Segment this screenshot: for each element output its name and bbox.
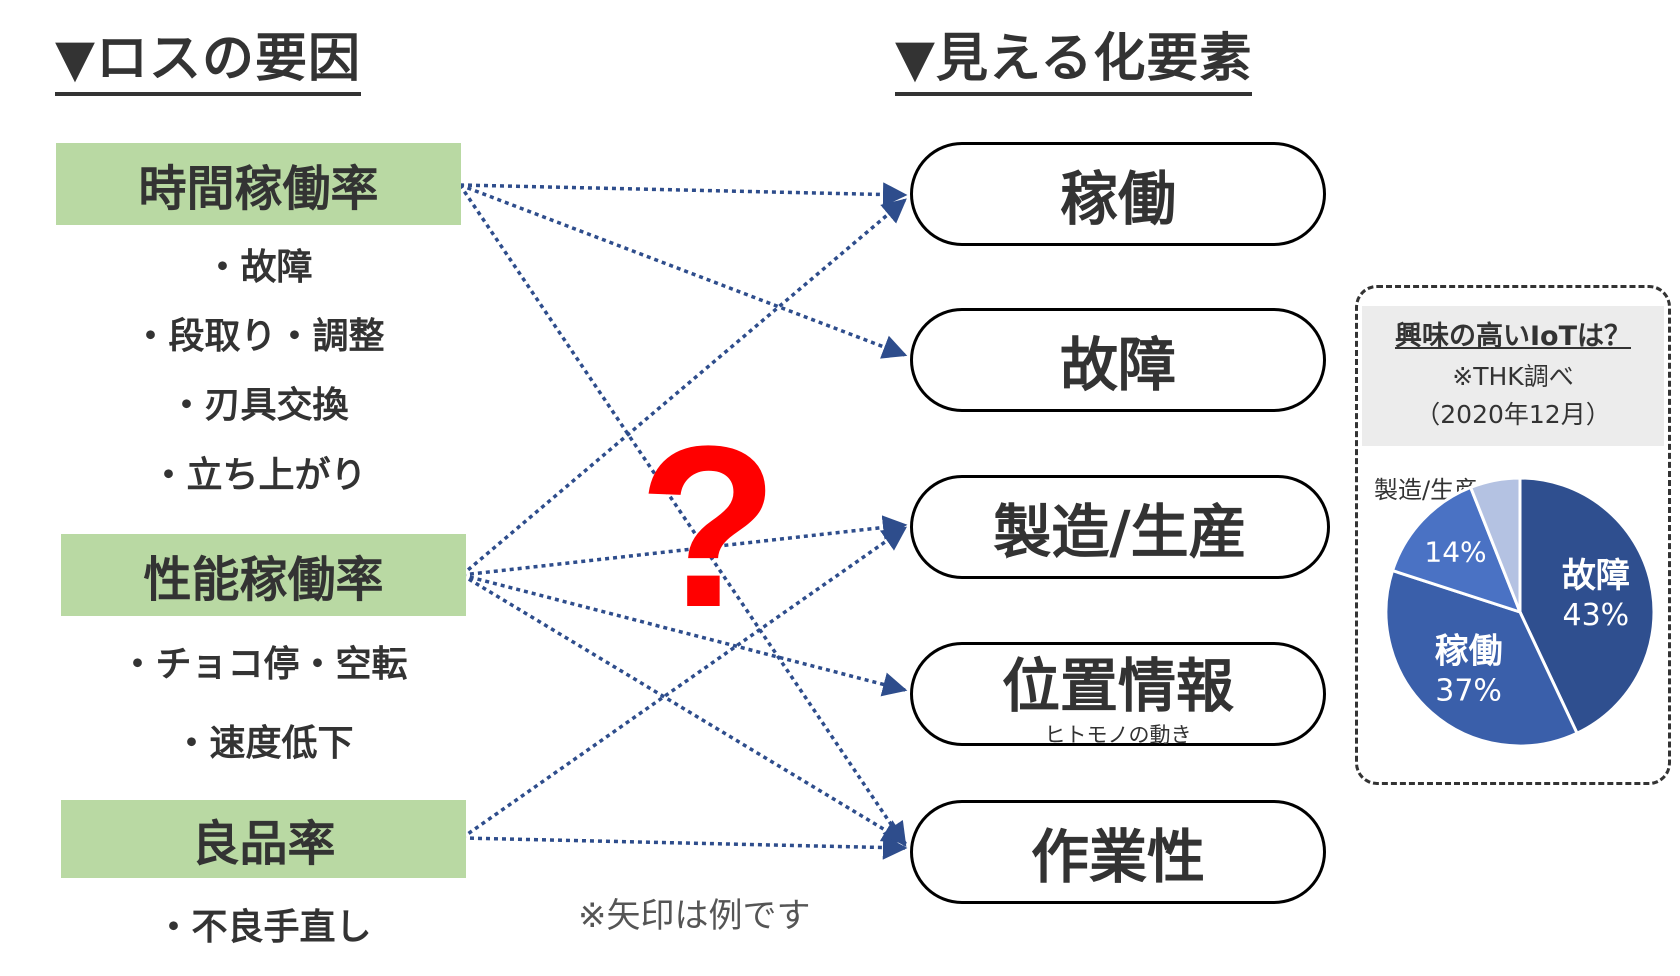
pie-slice-production bbox=[1468, 476, 1522, 613]
left-heading: ▼ロスの要因 bbox=[55, 26, 361, 96]
pie-slice-2 bbox=[1390, 485, 1523, 615]
loss-box-performance: 性能稼働率 bbox=[61, 534, 466, 616]
loss-box-label: 時間稼働率 bbox=[138, 161, 379, 217]
element-workability: 作業性 bbox=[910, 800, 1326, 904]
loss-item: ・段取り・調整 bbox=[132, 316, 385, 357]
arrow-note: ※矢印は例です bbox=[578, 896, 811, 936]
arrow-quality-to-workability bbox=[461, 835, 908, 860]
pie-slice-name: 故障 bbox=[1562, 556, 1630, 596]
arrow-time-to-failure bbox=[459, 183, 908, 359]
pie-slice-value: 14% bbox=[1424, 535, 1486, 568]
survey-source: ※THK調べ bbox=[1452, 362, 1574, 391]
element-location: 位置情報 ヒトモノの動き bbox=[910, 642, 1326, 747]
element-production: 製造/生産 bbox=[910, 475, 1330, 579]
element-label: 作業性 bbox=[1030, 823, 1205, 891]
loss-box-quality: 良品率 bbox=[61, 800, 466, 878]
pie-slice-failure bbox=[1518, 476, 1656, 736]
element-failure: 故障 bbox=[910, 308, 1326, 412]
loss-item: ・故障 bbox=[204, 247, 313, 288]
question-mark: ? bbox=[638, 398, 779, 655]
loss-item: ・刃具交換 bbox=[168, 385, 349, 426]
loss-item: ・立ち上がり bbox=[150, 455, 367, 496]
element-label: 故障 bbox=[1059, 331, 1176, 399]
loss-box-time-availability: 時間稼働率 bbox=[56, 143, 461, 225]
survey-date: （2020年12月） bbox=[1415, 400, 1611, 429]
pie-slice-name: 稼働 bbox=[1435, 631, 1503, 671]
arrow-performance-to-operation bbox=[460, 198, 907, 577]
element-sublabel: ヒトモノの動き bbox=[1044, 723, 1192, 747]
pie-slice-value: 37% bbox=[1435, 673, 1502, 708]
right-heading: ▼見える化要素 bbox=[895, 26, 1253, 96]
arrow-performance-to-workability bbox=[461, 573, 908, 844]
survey-header: 興味の高いIoTは？ ※THK調べ （2020年12月） bbox=[1362, 306, 1664, 446]
loss-item: ・チョコ停・空転 bbox=[119, 644, 408, 685]
element-operation: 稼働 bbox=[910, 142, 1326, 246]
element-label: 位置情報 bbox=[1001, 652, 1234, 720]
loss-box-label: 性能稼働率 bbox=[143, 552, 384, 608]
loss-item: ・不良手直し bbox=[155, 907, 372, 948]
loss-box-label: 良品率 bbox=[191, 816, 336, 872]
arrow-time-to-operation bbox=[459, 182, 908, 207]
element-label: 稼働 bbox=[1059, 165, 1176, 233]
pie-slice-value: 43% bbox=[1563, 598, 1630, 633]
element-label: 製造/生産 bbox=[993, 498, 1247, 566]
loss-item: ・速度低下 bbox=[173, 723, 354, 764]
arrow-performance-to-production bbox=[461, 515, 908, 577]
survey-title: 興味の高いIoTは？ bbox=[1394, 321, 1631, 352]
arrow-quality-to-production bbox=[460, 526, 908, 840]
pie-slice-operation bbox=[1384, 568, 1580, 748]
